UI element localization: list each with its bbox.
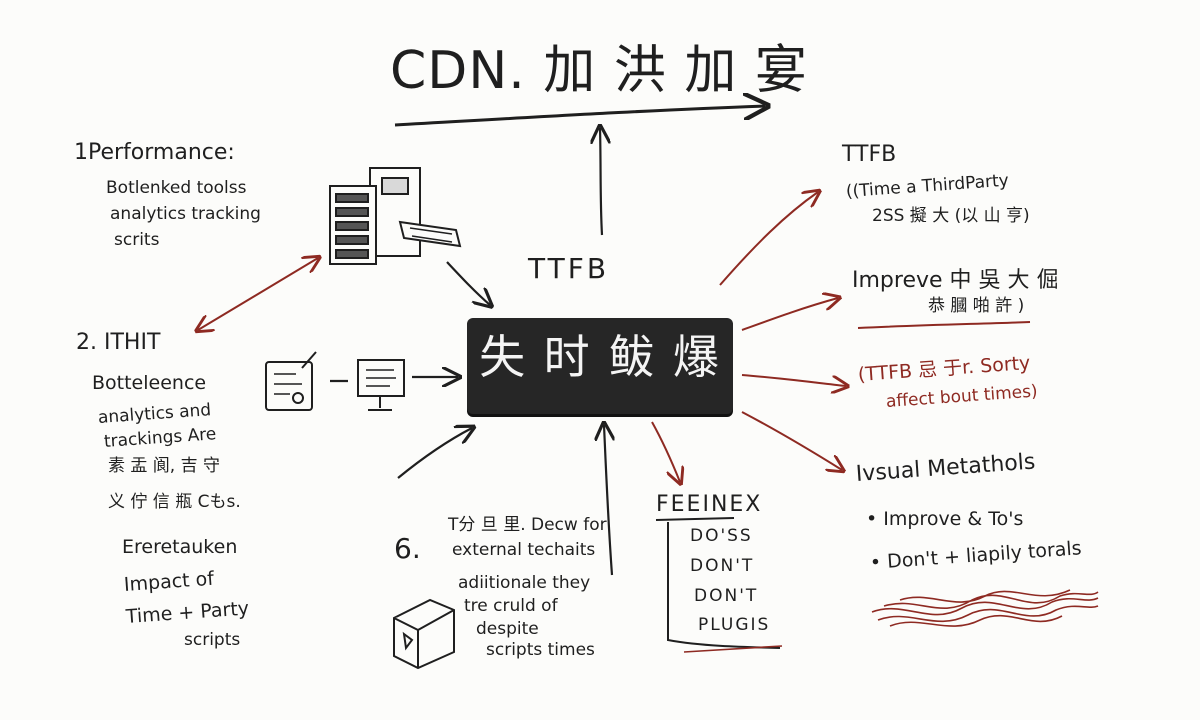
arrow-server-to-center [446,261,490,305]
left-mid-line: 素 盂 阆, 吉 守 [108,456,221,476]
left-bottom-line: Ereretauken [122,536,238,558]
bottom-mid-line: external techaits [452,540,596,560]
list-item: DON'T [690,556,755,576]
arrow-red-right-4 [741,411,842,470]
list-bracket-red [683,645,783,653]
bottom-mid-line: tre cruld of [464,596,558,616]
server-icon [329,167,462,265]
arrow-red-right-3 [741,374,846,386]
right-4-item: • Improve & To's [866,508,1024,530]
arrow-bottom-up [604,425,612,576]
list-heading: FEEINEX [656,492,763,517]
bottom-mid-number: 6. [394,532,421,565]
arrow-double-red [198,258,318,330]
monitor-icon [357,359,405,411]
page-title: CDN. 加 洪 加 宴 [390,41,808,101]
ttfb-label: TTFB [528,252,610,285]
left-top-line: Botlenked toolss [106,178,247,198]
right-2-line: 恭 膕 啪 許 ) [928,296,1025,316]
title-underline [394,106,765,127]
arrow-up-to-title [600,128,602,236]
bottom-mid-line: despite [476,619,539,639]
bottom-mid-line: T分 旦 里. Decw for [448,515,607,535]
center-node-label: 失 时 鲅 爆 [479,330,721,384]
list-item: DO'SS [690,526,753,546]
right-1-line: 2SS 擬 大 (以 山 亨) [872,206,1030,226]
box-icon [393,598,455,670]
arrow-red-right-2 [741,298,838,331]
right-2-underline [857,321,1031,329]
arrow-red-down [651,421,680,482]
center-node [467,318,733,414]
left-top-line: scrits [114,230,160,250]
left-top-heading: 1Performance: [74,140,235,165]
document-icon [265,351,317,411]
arrow-red-right-1 [719,192,818,286]
bottom-mid-line: adiitionale they [458,573,591,593]
left-top-line: analytics tracking [110,204,261,224]
list-item: PLUGIS [698,615,771,635]
right-1-heading: TTFB [842,142,897,167]
bottom-mid-line: scripts times [486,640,595,660]
left-bottom-line: scripts [184,630,241,650]
arrow-lower-left [397,428,472,479]
left-mid-line: 义 佇 信 瓶 Cもs. [108,492,241,512]
right-2-line: Impreve 中 吳 大 倔 [852,268,1059,293]
left-mid-heading: 2. ITHIT [76,330,161,355]
red-scribble [871,589,1099,627]
list-item: DON'T [694,586,759,606]
left-mid-line: Botteleence [92,372,207,394]
